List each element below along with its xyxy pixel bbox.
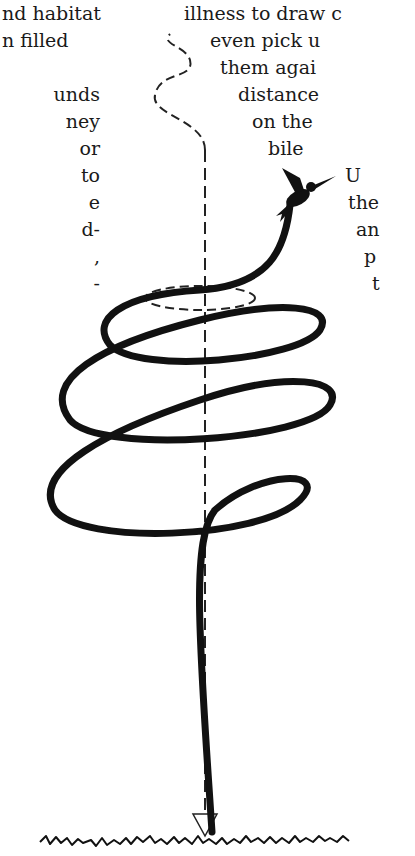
body-text-fragment: unds [54,81,100,108]
body-text-fragment: ney [66,108,100,135]
body-text-fragment: bile [268,135,304,162]
body-text-fragment: d- [81,216,100,243]
dashed-flight-loop [155,34,205,150]
body-text-fragment: e [89,189,100,216]
hummingbird-silhouette [276,168,336,222]
body-text-fragment: distance [238,81,319,108]
body-text-fragment: p [364,243,376,270]
body-text-fragment: even pick u [210,27,320,54]
body-text-fragment: or [79,135,100,162]
body-text-fragment: an [356,216,380,243]
body-text-fragment: on the [252,108,313,135]
body-text-fragment: n filled [2,27,69,54]
body-text-fragment: t [372,270,380,297]
body-text-fragment: U [345,162,361,189]
body-text-fragment: to [81,162,100,189]
body-text-fragment: them agai [220,54,316,81]
body-text-fragment: the [348,189,379,216]
body-text-fragment: , [94,243,100,270]
body-text-fragment: - [94,270,100,297]
body-text-fragment: illness to draw c [184,0,342,27]
grass-line [40,836,349,846]
spiral-flight-path [50,205,332,832]
body-text-fragment: nd habitat [2,0,101,27]
